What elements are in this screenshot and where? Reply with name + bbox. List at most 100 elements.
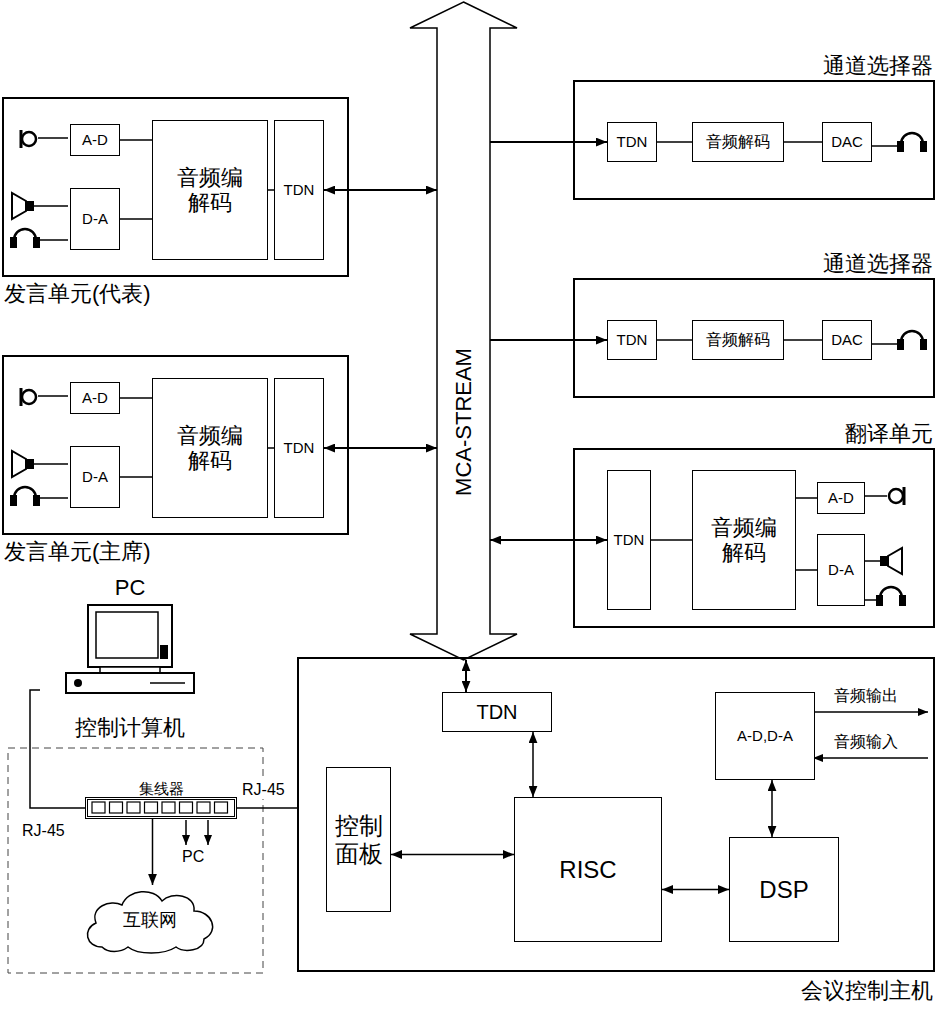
connector [120,476,152,478]
tdn-box: TDN [607,122,657,162]
control-panel: 控制面板 [326,767,391,912]
signal-label: RJ-45 [20,822,67,840]
connector [532,732,534,797]
node-text: 音频编解码 [711,515,777,566]
node-text: 发言单元(主席) [4,539,151,564]
node-text: 控制面板 [335,812,383,867]
node-text: 通道选择器 [823,53,933,78]
connector [465,660,467,692]
tdn-box: TDN [607,320,657,360]
tdn-box: TDN [607,470,651,610]
converter-box: D-A [70,188,120,250]
connector [120,139,152,141]
node-text: A-D,D-A [737,727,793,744]
decoder-box: 音频解码 [692,122,784,162]
connector [120,397,152,399]
bus-shape [410,2,517,660]
hub-box: 集线器 [85,797,237,819]
converter-box: A-D,D-A [715,692,815,780]
transducers [10,388,68,506]
speaker-unit: A-DD-A音频编解码TDN发言单元(主席) [2,355,349,535]
connector [490,339,607,341]
connector [771,780,773,837]
connector [796,497,817,499]
connector [490,539,607,541]
node-text: 翻译单元 [845,421,933,446]
node-text: 音频编解码 [177,165,243,216]
node-text: MCA-STREAM [451,348,476,496]
connector [324,189,437,191]
node-text: TDN [617,331,648,348]
converter-box: A-D [70,124,120,156]
dsp-box: DSP [729,837,839,942]
node-text: DAC [831,331,863,348]
node-text: D-A [82,210,108,227]
connector [657,339,692,341]
node-text: A-D [828,489,854,506]
node-text: A-D [82,389,108,406]
hub-ports [92,802,228,813]
tdn-box: TDN [442,692,552,732]
risc-box: RISC [514,797,662,942]
network-region [8,748,263,973]
signal-label: 音频输出 [832,686,900,707]
dac-box: DAC [822,320,872,360]
translation-unit: TDN音频编解码A-DD-A翻译单元 [573,448,935,628]
node-text: D-A [82,468,108,485]
connector [662,889,729,891]
signal-label: PC [180,848,206,866]
connector [784,141,822,143]
speaker-unit: A-DD-A音频编解码TDN发言单元(代表) [2,97,349,277]
connector [30,690,85,808]
bus-arrow: MCA-STREAM [437,2,490,660]
node-text: 音频编解码 [177,423,243,474]
signal-label: 音频输入 [832,732,900,753]
converter-box: A-D [817,482,865,514]
audio-io-arrows [813,712,928,758]
connector [152,819,154,885]
signal-label: RJ-45 [240,781,287,799]
codec-box: 音频编解码 [692,470,796,610]
node-text: TDN [284,181,315,198]
node-text: 通道选择器 [823,251,933,276]
codec-box: 音频编解码 [152,120,268,260]
hub-pc-arrows [186,820,208,845]
node-text: TDN [617,133,648,150]
codec-box: 音频编解码 [152,378,268,518]
node-text: RISC [559,856,616,884]
node-text: 控制计算机 [75,715,185,740]
transducers [10,130,68,248]
node-text: 发言单元(代表) [4,281,151,306]
node-text: A-D [82,131,108,148]
decoder-box: 音频解码 [692,320,784,360]
node-text: PC [115,575,146,600]
converter-box: D-A [70,446,120,508]
node-text: 会议控制主机 [801,978,933,1003]
node-text: DSP [759,876,808,904]
connector [651,539,692,541]
tdn-box: TDN [274,120,324,260]
node-text: 音频解码 [706,133,770,151]
node-text: 集线器 [139,780,184,797]
converter-box: D-A [817,534,865,606]
converter-box: A-D [70,382,120,414]
node-text: 音频解码 [706,331,770,349]
node-text: TDN [476,701,517,724]
connector [490,141,607,143]
tdn-box: TDN [274,378,324,518]
node-text: 互联网 [123,910,177,931]
connector [796,569,817,571]
headphone-symbol [870,331,927,350]
node-text: TDN [284,439,315,456]
pc-icon: PC 控制计算机 [40,575,220,740]
connector [657,141,692,143]
connector [120,218,152,220]
dac-box: DAC [822,122,872,162]
connector [237,807,297,809]
headphone-symbol [870,133,927,152]
connector [784,339,822,341]
channel-selector: TDN音频解码DAC通道选择器 [573,80,935,200]
node-text: DAC [831,133,863,150]
transducers [863,487,906,606]
connector [391,854,514,856]
